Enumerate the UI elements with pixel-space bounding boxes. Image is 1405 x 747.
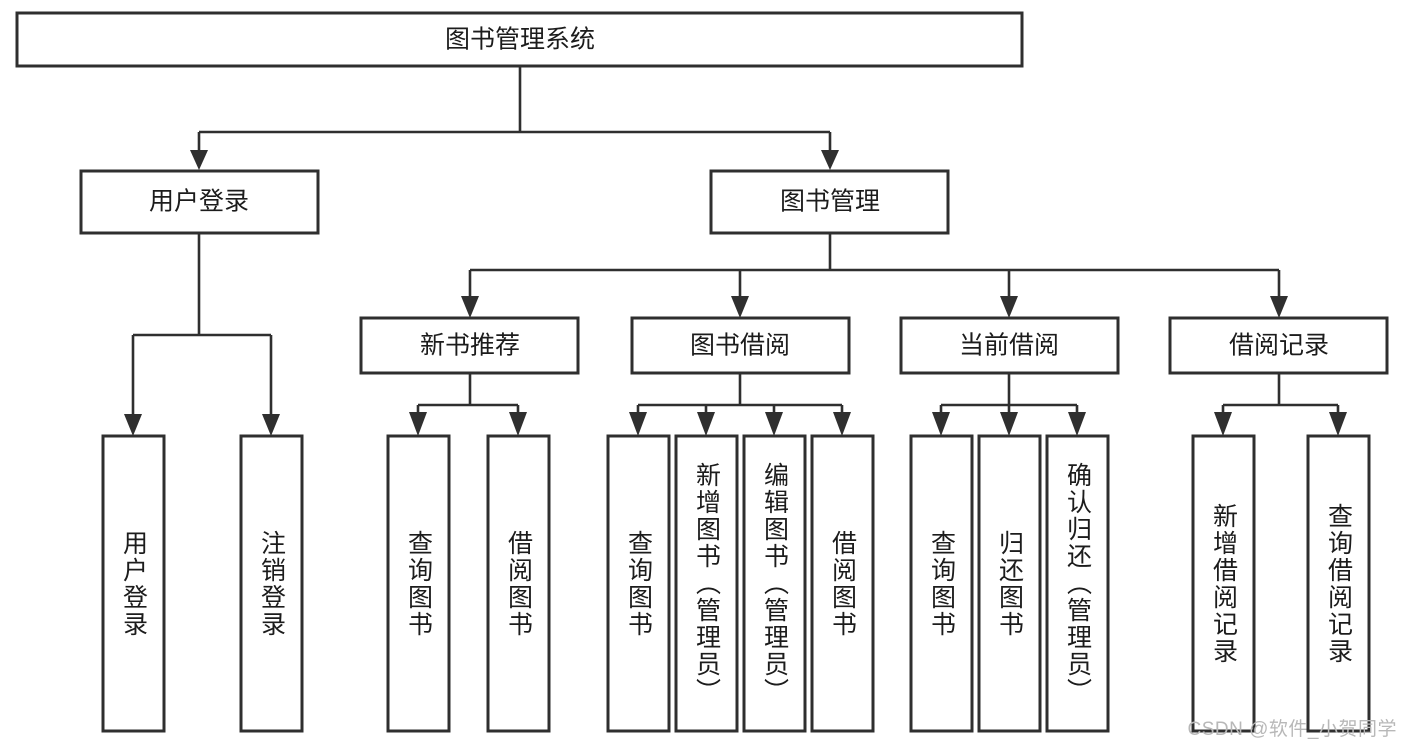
leaf-box-book-borrow-4[interactable] [810,434,875,733]
arrow-head-leaf-book-borrow-1 [629,412,647,436]
arrow-head-leaf-book-borrow-4 [833,412,851,436]
leaf-box-borrow-record-1[interactable] [1191,434,1256,733]
leaf-box-new-book-2[interactable] [486,434,551,733]
arrow-head-current-borrow [1000,296,1018,318]
leaf-box-book-borrow-3[interactable] [742,434,807,733]
arrow-head-leaf-borrow-record-1 [1214,412,1232,436]
leaf-box-book-borrow-2[interactable] [674,434,739,733]
node-new-book-recommend-label: 新书推荐 [420,332,520,360]
node-new-book-recommend-box[interactable] [359,316,580,375]
arrow-head-book-borrow [731,296,749,318]
arrow-head-leaf-book-borrow-3 [765,412,783,436]
arrow-head-leaf-user-login-1 [124,414,142,436]
node-book-borrow[interactable]: 图书借阅 [630,316,851,375]
node-root-label: 图书管理系统 [445,26,595,54]
leaf-box-borrow-record-2[interactable] [1306,434,1371,733]
arrow-head-leaf-book-borrow-2 [697,412,715,436]
leaf-box-book-borrow-1[interactable] [606,434,671,733]
leaf-box-current-borrow-3[interactable] [1045,434,1110,733]
node-current-borrow-label: 当前借阅 [959,332,1059,360]
connector-layer [124,66,1347,436]
leaf-box-current-borrow-2[interactable] [977,434,1042,733]
node-book-borrow-box[interactable] [630,316,851,375]
node-user-login[interactable]: 用户登录 [79,169,320,235]
csdn-watermark: CSDN @软件_小贺同学 [1187,719,1397,740]
leaf-box-current-borrow-1[interactable] [909,434,974,733]
node-user-login-label: 用户登录 [149,188,249,216]
arrow-head-leaf-current-borrow-2 [1000,412,1018,436]
node-borrow-record-label: 借阅记录 [1229,332,1329,360]
arrow-head-leaf-borrow-record-2 [1329,412,1347,436]
node-book-borrow-label: 图书借阅 [690,332,790,360]
node-borrow-record[interactable]: 借阅记录 [1168,316,1389,375]
node-book-management-label: 图书管理 [780,188,880,216]
arrow-head-leaf-current-borrow-3 [1068,412,1086,436]
leaf-box-layer [101,434,1371,733]
arrow-head-borrow-record [1270,296,1288,318]
node-current-borrow-box[interactable] [899,316,1120,375]
node-book-management-box[interactable] [709,169,950,235]
arrow-head-leaf-new-book-2 [509,412,527,436]
leaf-box-user-login-2[interactable] [239,434,304,733]
node-root-box[interactable] [15,11,1024,68]
node-borrow-record-box[interactable] [1168,316,1389,375]
arrow-head-user-login [190,150,208,170]
arrow-head-new-book [461,296,479,318]
leaf-box-new-book-1[interactable] [386,434,451,733]
arrow-head-leaf-current-borrow-1 [932,412,950,436]
arrow-head-book-mgmt [821,150,839,170]
node-root[interactable]: 图书管理系统 [15,11,1024,68]
node-book-management[interactable]: 图书管理 [709,169,950,235]
arrow-head-leaf-new-book-1 [409,412,427,436]
leaf-box-user-login-1[interactable] [101,434,166,733]
node-user-login-box[interactable] [79,169,320,235]
arrow-head-leaf-user-login-2 [262,414,280,436]
node-current-borrow[interactable]: 当前借阅 [899,316,1120,375]
node-new-book-recommend[interactable]: 新书推荐 [359,316,580,375]
